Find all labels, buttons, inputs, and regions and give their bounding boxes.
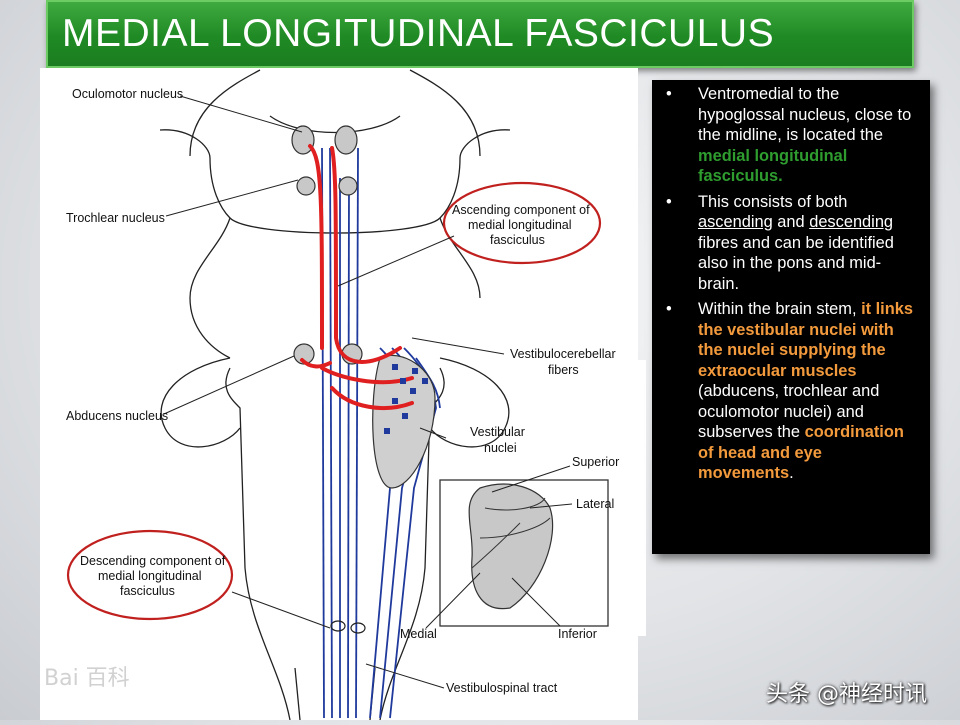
descending-label-circle [66,529,234,621]
bullet-1: Ventromedial to the hypoglossal nucleus,… [664,84,920,187]
label-vestibular-1: Vestibular [470,425,525,439]
oculomotor-nucleus-right [334,125,358,155]
ascending-pathway [300,144,414,410]
label-vestibulocerebellar-1: Vestibulocerebellar [510,347,616,361]
bullet-3: Within the brain stem, it links the vest… [664,299,920,484]
bullet-2: This consists of both ascending and desc… [664,192,920,295]
label-abducens: Abducens nucleus [66,409,168,423]
cranial-nerve-nuclei [291,125,363,365]
bullet-2-part-5: fibres and can be identified also in the… [698,233,894,293]
label-ascending-1: Ascending component of [452,203,590,217]
trochlear-nucleus-right [338,176,358,196]
vestibular-markers [384,364,428,434]
bullet-2-part-3: and [772,213,810,231]
bullet-3-part-1: Within the brain stem, [698,300,862,318]
label-trochlear: Trochlear nucleus [66,211,165,225]
brainstem-diagram: Oculomotor nucleus Trochlear nucleus Abd… [40,68,638,721]
label-superior: Superior [572,455,619,469]
bullet-3-part-5: . [789,464,794,482]
diagram-right-strip [636,360,646,636]
label-descending-2: medial longitudinal [98,569,202,583]
label-ascending-3: fasciculus [490,233,545,247]
bullet-1-part-1: Ventromedial to the hypoglossal nucleus,… [698,85,912,144]
toutiao-watermark: 头条 @神经时讯 [766,682,927,707]
label-medial: Medial [400,627,437,641]
label-descending-3: fasciculus [120,584,175,598]
bullet-2-descending: descending [809,213,894,231]
label-vestibular-2: nuclei [484,441,517,455]
slide-title: MEDIAL LONGITUDINAL FASCICULUS [62,12,775,55]
label-inferior: Inferior [558,627,597,641]
label-vestibulocerebellar-2: fibers [548,363,579,377]
label-descending-1: Descending component of [80,554,226,568]
bullet-2-ascending: ascending [698,213,773,231]
leader-lines [163,95,505,689]
baidu-watermark: Bai 百科 [44,666,130,691]
bullet-1-highlight: medial longitudinal fasciculus. [698,146,848,186]
bullet-2-part-1: This consists of both [698,192,848,211]
bullet-list: Ventromedial to the hypoglossal nucleus,… [664,84,920,484]
ascending-label-circle [442,181,602,265]
label-lateral: Lateral [576,497,614,511]
vestibular-inset [425,465,609,629]
trochlear-nucleus-left [296,176,316,196]
bullet-3-part-3: (abducens, trochlear and oculomotor nucl… [698,382,880,441]
label-ascending-2: medial longitudinal [468,218,572,232]
text-panel: Ventromedial to the hypoglossal nucleus,… [652,80,930,554]
title-bar: MEDIAL LONGITUDINAL FASCICULUS [46,0,914,68]
bullet-3-highlight-2: coordination of head and eye movements [698,423,904,482]
vestibular-nuclei-shape [372,354,436,489]
label-oculomotor: Oculomotor nucleus [72,87,183,101]
label-vestibulospinal: Vestibulospinal tract [446,681,558,695]
bullet-3-highlight-1: it links the vestibular nuclei with the … [698,300,913,380]
brainstem-diagram-svg: Oculomotor nucleus Trochlear nucleus Abd… [66,69,619,721]
